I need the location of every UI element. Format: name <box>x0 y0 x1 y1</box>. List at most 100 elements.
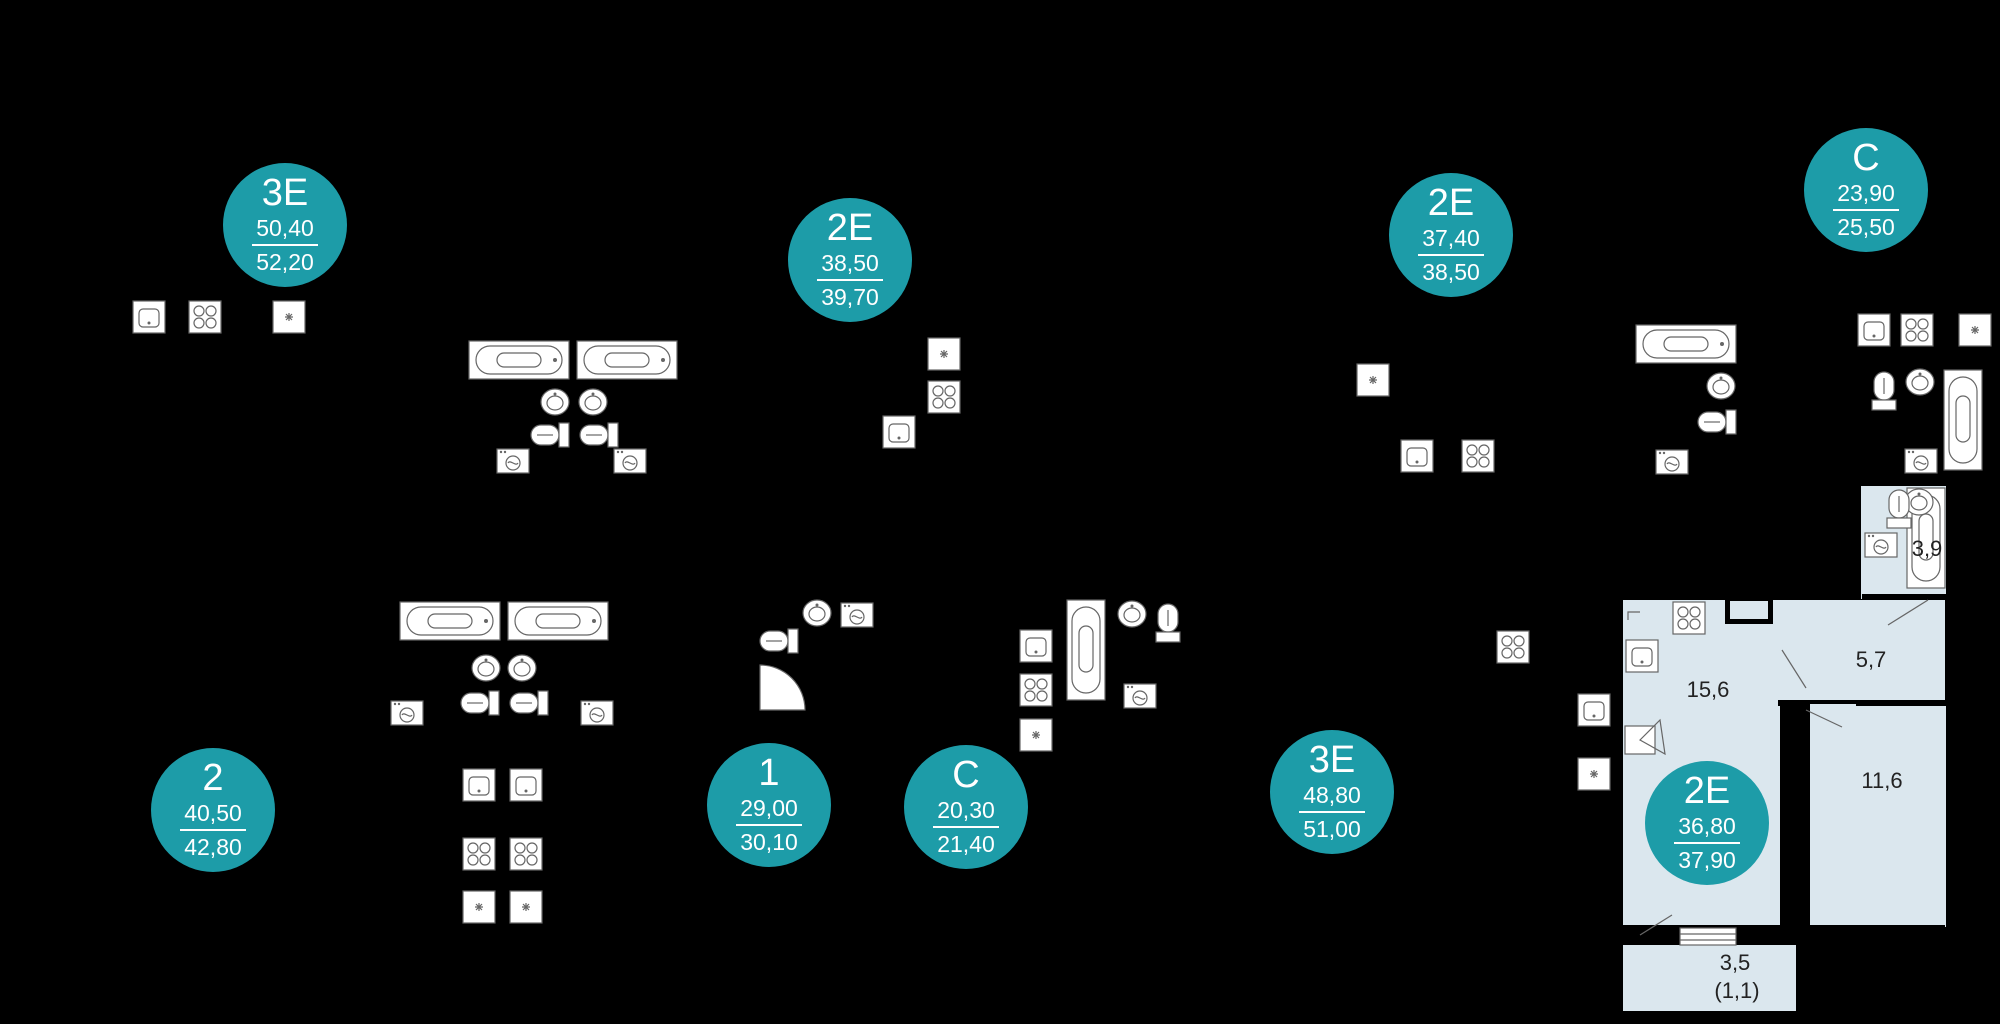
basin-icon <box>1706 372 1736 400</box>
basin-icon <box>1905 368 1935 396</box>
washing-machine-icon <box>1123 683 1157 709</box>
room-balcony <box>1623 945 1801 1011</box>
stove-icon <box>462 837 496 871</box>
room-area-hall: 5,7 <box>1855 647 1887 672</box>
unit-type: C <box>952 754 980 796</box>
unit-total-area: 37,90 <box>1678 847 1736 873</box>
area-divider <box>933 826 999 828</box>
area-divider <box>736 824 802 826</box>
sink-icon <box>882 415 916 449</box>
unit-badge[interactable]: 1 29,00 30,10 <box>707 743 831 867</box>
unit-type: 3E <box>1308 739 1356 781</box>
ventilation-icon <box>272 300 306 334</box>
shower-tray-icon <box>759 664 806 711</box>
sink-icon <box>1400 439 1434 473</box>
area-divider <box>1833 209 1899 211</box>
room-area-bedroom: 11,6 <box>1861 768 1903 793</box>
sink-icon <box>132 300 166 334</box>
area-divider <box>252 244 318 246</box>
unit-total-area: 52,20 <box>256 249 314 275</box>
unit-badge[interactable]: 2E 37,40 38,50 <box>1389 173 1513 297</box>
ventilation-icon <box>1624 718 1666 756</box>
unit-living-area: 40,50 <box>184 800 242 826</box>
stove-icon <box>509 837 543 871</box>
washing-machine-icon <box>840 602 874 628</box>
sink-icon <box>509 768 543 802</box>
basin-icon <box>507 654 537 682</box>
area-divider <box>1299 811 1365 813</box>
unit-badge[interactable]: 3E 48,80 51,00 <box>1270 730 1394 854</box>
unit-total-area: 21,40 <box>937 831 995 857</box>
basin-icon <box>540 388 570 416</box>
unit-living-area: 37,40 <box>1422 225 1480 251</box>
room-hall <box>1780 600 1945 700</box>
washing-machine-icon <box>1864 532 1898 558</box>
stove-icon <box>1672 601 1706 635</box>
stove-icon <box>188 300 222 334</box>
toilet-icon <box>1871 371 1897 411</box>
unit-total-area: 39,70 <box>821 284 879 310</box>
basin-icon <box>1117 600 1147 628</box>
unit-type: 2E <box>826 207 874 249</box>
stove-icon <box>927 380 961 414</box>
ventilation-icon <box>1356 363 1390 397</box>
ventilation-icon <box>462 890 496 924</box>
bathtub-icon <box>1943 369 1983 471</box>
bathtub-icon <box>576 340 678 380</box>
unit-type: 3E <box>261 172 309 214</box>
balcony-note: (1,1) <box>1714 978 1760 1003</box>
unit-type: C <box>1852 137 1880 179</box>
unit-living-area: 38,50 <box>821 250 879 276</box>
room-area-bathroom: 3,9 <box>1911 536 1943 561</box>
sink-icon <box>1577 693 1611 727</box>
area-divider <box>817 279 883 281</box>
unit-badge[interactable]: C 20,30 21,40 <box>904 745 1028 869</box>
stove-icon <box>1496 630 1530 664</box>
unit-badge[interactable]: C 23,90 25,50 <box>1804 128 1928 252</box>
sink-icon <box>462 768 496 802</box>
room-bedroom <box>1810 704 1946 927</box>
washing-machine-icon <box>1904 448 1938 474</box>
ventilation-icon <box>1019 718 1053 752</box>
unit-badge[interactable]: 2E 38,50 39,70 <box>788 198 912 322</box>
toilet-icon <box>509 690 549 716</box>
unit-total-area: 30,10 <box>740 829 798 855</box>
basin-icon <box>578 388 608 416</box>
balcony-door-icon <box>1679 927 1737 946</box>
unit-living-area: 20,30 <box>937 797 995 823</box>
sink-icon <box>1625 639 1659 673</box>
unit-badge[interactable]: 2E 36,80 37,90 <box>1645 761 1769 885</box>
area-divider <box>1418 254 1484 256</box>
toilet-icon <box>759 628 799 654</box>
highlighted-apartment <box>1615 480 1951 1011</box>
unit-living-area: 36,80 <box>1678 813 1736 839</box>
room-area-balcony: 3,5 <box>1719 950 1751 975</box>
unit-type: 2E <box>1683 770 1731 812</box>
toilet-icon <box>1886 489 1912 529</box>
basin-icon <box>471 654 501 682</box>
unit-type: 1 <box>758 752 780 794</box>
basin-icon <box>802 599 832 627</box>
bathtub-icon <box>468 340 570 380</box>
stove-icon <box>1019 673 1053 707</box>
toilet-icon <box>460 690 500 716</box>
ventilation-icon <box>927 337 961 371</box>
unit-type: 2E <box>1427 182 1475 224</box>
ventilation-icon <box>1958 313 1992 347</box>
area-divider <box>1674 842 1740 844</box>
unit-total-area: 42,80 <box>184 834 242 860</box>
ventilation-icon <box>509 890 543 924</box>
toilet-icon <box>1697 409 1737 435</box>
washing-machine-icon <box>580 700 614 726</box>
bathtub-icon <box>1635 324 1737 364</box>
unit-living-area: 23,90 <box>1837 180 1895 206</box>
toilet-icon <box>579 422 619 448</box>
unit-total-area: 51,00 <box>1303 816 1361 842</box>
unit-badge[interactable]: 3E 50,40 52,20 <box>223 163 347 287</box>
sink-icon <box>1857 313 1891 347</box>
stove-icon <box>1900 313 1934 347</box>
unit-badge[interactable]: 2 40,50 42,80 <box>151 748 275 872</box>
fixtures-layer <box>132 300 1992 924</box>
toilet-icon <box>1155 603 1181 643</box>
stove-icon <box>1461 439 1495 473</box>
